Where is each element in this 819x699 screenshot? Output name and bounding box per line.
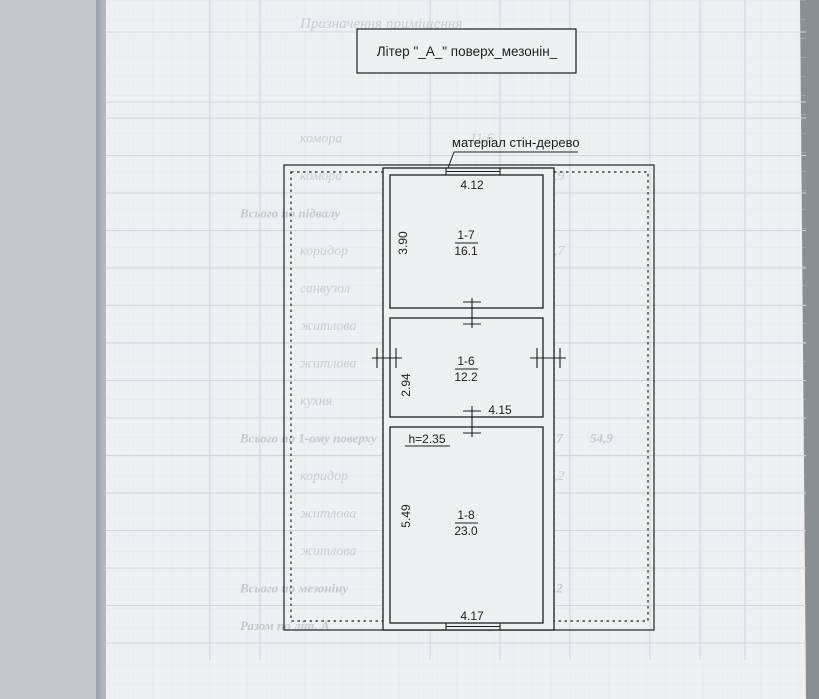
room-1-7 — [389, 174, 544, 309]
background-cell: комора — [300, 131, 342, 146]
left-page-edge — [0, 0, 108, 699]
background-cell: Разом по літ. А — [240, 618, 330, 633]
room-area: 12.2 — [454, 370, 478, 384]
room-1-8 — [389, 426, 544, 624]
background-cell: кухня — [300, 394, 332, 409]
background-cell: житлова — [300, 356, 356, 371]
background-cell: санвузол — [300, 281, 350, 296]
room-area: 16.1 — [454, 244, 478, 258]
background-header: Призначення приміщення — [299, 16, 462, 32]
dimension-mid-width: 4.15 — [488, 403, 512, 417]
door-marks — [372, 298, 566, 437]
dimension-bottom-width: 4.17 — [460, 609, 484, 623]
room-area: 23.0 — [454, 524, 478, 538]
background-cell: 11,6 — [470, 131, 493, 146]
window-marks — [445, 167, 501, 631]
room-number: 1-7 — [457, 228, 475, 242]
background-cell: коридор — [300, 244, 348, 259]
background-cell: житлова — [300, 544, 356, 559]
title-box — [356, 28, 577, 74]
background-cell: 54,9 — [590, 430, 613, 445]
room-label-1-8: 1-8 23.0 — [454, 508, 478, 538]
background-cell: Всього по 1-ому поверху — [239, 430, 377, 445]
background-cell: Всього по підвалу — [239, 205, 340, 220]
background-cell: коридор — [300, 469, 348, 484]
background-cell: житлова — [300, 506, 356, 521]
dimension-top-width: 4.12 — [460, 178, 484, 192]
floor-plan — [382, 167, 555, 631]
room-number: 1-8 — [457, 508, 475, 522]
dimension-room16-height: 2.94 — [399, 373, 413, 397]
room-number: 1-6 — [457, 354, 475, 368]
room-1-6 — [389, 317, 544, 418]
wall-material-label: матеріал стін-дерево — [452, 135, 580, 150]
dimension-room17-height: 3.90 — [396, 231, 410, 255]
material-leader — [447, 151, 578, 169]
title-label: Літер "_А_" поверх_мезонін_ — [377, 44, 558, 59]
room-label-1-7: 1-7 16.1 — [454, 228, 478, 258]
ceiling-height-label: h=2.35 — [408, 432, 445, 446]
dimension-room18-height: 5.49 — [399, 504, 413, 528]
background-cell: Всього по мезоніну — [239, 580, 348, 595]
background-cell: комора — [300, 169, 342, 184]
room-label-1-6: 1-6 12.2 — [454, 354, 478, 384]
background-cell: житлова — [300, 319, 356, 334]
